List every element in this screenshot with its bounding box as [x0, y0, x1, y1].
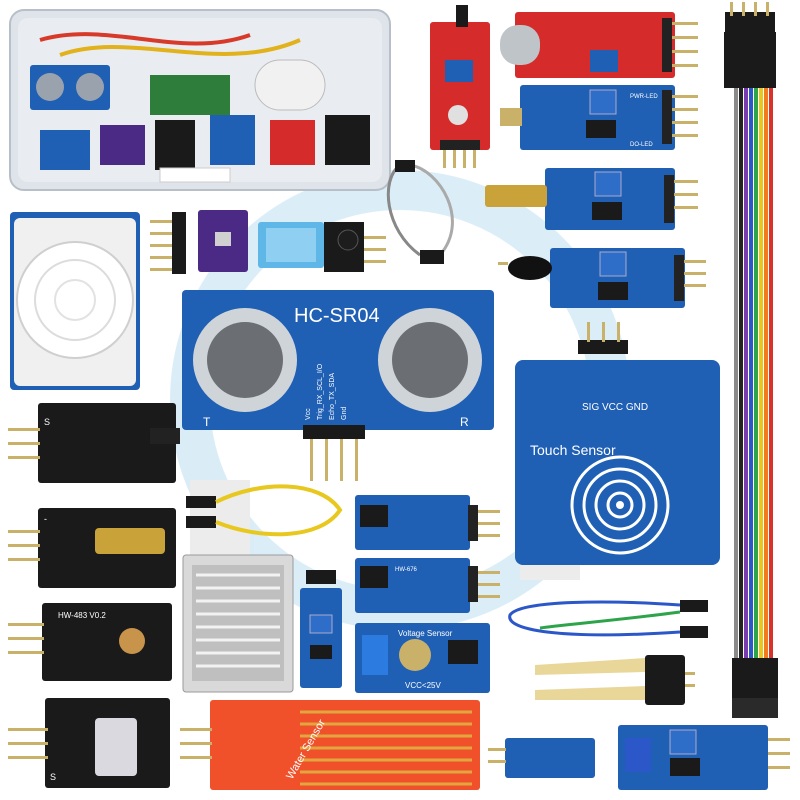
hall-s-mark: S	[44, 417, 50, 427]
ir-obstacle-module-2: HW-676	[355, 558, 500, 613]
dht11-sensor	[258, 222, 386, 272]
hc-sr04-ultrasonic-sensor: HC-SR04 T R Vcc Trig_RX_SCL_I/O Echo_TX_…	[182, 290, 494, 481]
hw483-label: HW-483 V0.2	[58, 611, 106, 620]
hcsr04-title: HC-SR04	[294, 305, 380, 327]
photoresistor-module: HW-483 V0.2	[8, 603, 172, 681]
hcsr04-pin-gnd: Gnd	[341, 407, 348, 420]
vibration-sensor-module	[618, 725, 790, 790]
laser-minus-mark: -	[44, 514, 47, 524]
short-jumper-wire	[386, 160, 454, 264]
do-led-label: DO-LED	[630, 142, 653, 148]
hcsr04-pin-trig: Trig_RX_SCL_I/O	[317, 363, 324, 420]
hcsr04-pin-echo: Echo_TX_SDA	[329, 373, 336, 420]
bmp-pressure-module	[198, 210, 248, 272]
small-blue-module-bottom	[488, 738, 595, 778]
ir-obstacle-module-1	[355, 495, 500, 550]
touch-sensor-title: Touch Sensor	[530, 442, 616, 458]
small-comparator-module	[300, 570, 342, 688]
storage-box	[9, 9, 391, 191]
hcsr04-t-label: T	[203, 415, 211, 429]
soil-moisture-probe	[535, 655, 695, 705]
pwr-led-label: PWR-LED	[630, 94, 658, 100]
temperature-sensor-module	[430, 5, 490, 168]
hall-sensor-module: S	[8, 403, 180, 483]
light-sensor-module: PWR-LED DO-LED	[500, 85, 698, 150]
voltage-limit-label: VCC<25V	[405, 681, 441, 690]
sound-sensor-module	[500, 12, 698, 78]
touch-pin-labels: SIG VCC GND	[582, 402, 648, 413]
voltage-sensor-module: Voltage Sensor VCC<25V	[355, 623, 490, 693]
rainbow-jumper-wires	[724, 2, 778, 718]
pin-header-strip	[150, 212, 186, 274]
ir-s-mark: S	[50, 772, 56, 782]
yellow-jumper-wire	[186, 484, 343, 537]
touch-sensor-module: SIG VCC GND Touch Sensor	[515, 322, 720, 565]
hcsr04-r-label: R	[460, 415, 469, 429]
water-level-sensor: Water Sensor	[180, 700, 480, 790]
flame-sensor-module	[498, 248, 706, 308]
hw676-label: HW-676	[395, 567, 418, 573]
pir-motion-sensor	[10, 212, 140, 390]
tilt-sensor-module	[485, 168, 698, 230]
rain-sensor-plate	[182, 554, 294, 693]
voltage-sensor-title: Voltage Sensor	[398, 629, 453, 638]
blue-jumper-wire	[508, 600, 708, 638]
hcsr04-pin-vcc: Vcc	[305, 408, 312, 420]
ir-receiver-module: S	[8, 698, 170, 788]
laser-module: -	[8, 508, 176, 588]
